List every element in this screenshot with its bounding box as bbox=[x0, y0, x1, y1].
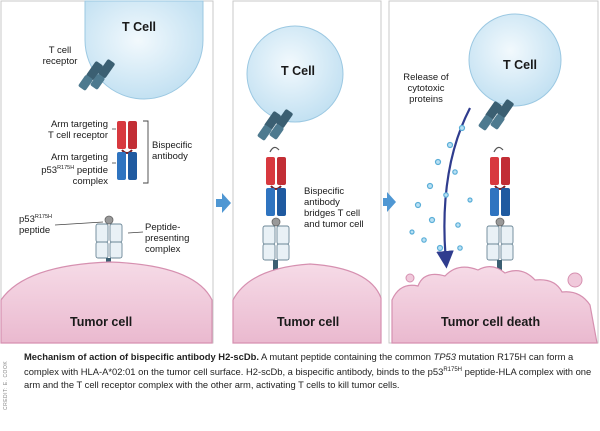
arm-p53-label: Arm targeting p53R175H peptide complex bbox=[41, 152, 108, 188]
panel-1 bbox=[0, 0, 213, 344]
tumor-fragment bbox=[567, 272, 583, 288]
tumor-cell-body bbox=[0, 261, 213, 344]
peptide-complex-label: Peptide- presenting complex bbox=[145, 222, 190, 255]
t-cell-receptor-icon bbox=[478, 99, 514, 131]
tumor-fragment bbox=[405, 273, 415, 283]
bispecific-antibody-label: Bispecific antibody bbox=[152, 140, 193, 162]
t-cell-body bbox=[468, 13, 562, 107]
dying-tumor-cell-body bbox=[391, 266, 598, 344]
arm-tcr-label: Arm targeting T cell receptor bbox=[47, 119, 108, 141]
p53-peptide-label: p53R175H peptide bbox=[19, 214, 52, 237]
t-cell-label: T Cell bbox=[122, 20, 157, 34]
caption-title: Mechanism of action of bispecific antibo… bbox=[24, 351, 259, 362]
figure-caption: Mechanism of action of bispecific antibo… bbox=[24, 351, 592, 391]
t-cell-body bbox=[84, 0, 204, 100]
bispecific-antibody-icon bbox=[266, 157, 286, 216]
step-arrow-1 bbox=[216, 193, 231, 213]
bispecific-bracket bbox=[143, 120, 149, 184]
tumor-cell-label: Tumor cell bbox=[70, 315, 133, 329]
panel-3 bbox=[391, 13, 598, 344]
t-cell-label: T Cell bbox=[503, 58, 538, 72]
t-cell-body bbox=[246, 25, 344, 123]
tumor-cell-body bbox=[232, 263, 382, 344]
t-cell-label: T Cell bbox=[281, 64, 316, 78]
bridges-label: Bispecific antibody bridges T cell and t… bbox=[304, 186, 364, 230]
t-cell-receptor-icon bbox=[78, 59, 115, 91]
bispecific-antibody-icon bbox=[490, 157, 510, 216]
t-cell-receptor-icon bbox=[257, 109, 293, 141]
panel-2 bbox=[232, 25, 382, 344]
step-arrow-2 bbox=[383, 192, 396, 212]
cytotoxic-path-arrow bbox=[436, 107, 471, 269]
image-credit: CREDIT: E. COOK bbox=[3, 360, 9, 410]
tumor-death-label: Tumor cell death bbox=[441, 315, 541, 329]
mechanism-figure bbox=[0, 0, 599, 344]
cytotoxic-vesicles bbox=[409, 124, 473, 252]
bispecific-antibody-icon bbox=[117, 121, 137, 180]
release-label: Release of cytotoxic proteins bbox=[403, 72, 449, 105]
t-cell-receptor-label: T cell receptor bbox=[42, 45, 78, 67]
tumor-cell-label: Tumor cell bbox=[277, 315, 340, 329]
